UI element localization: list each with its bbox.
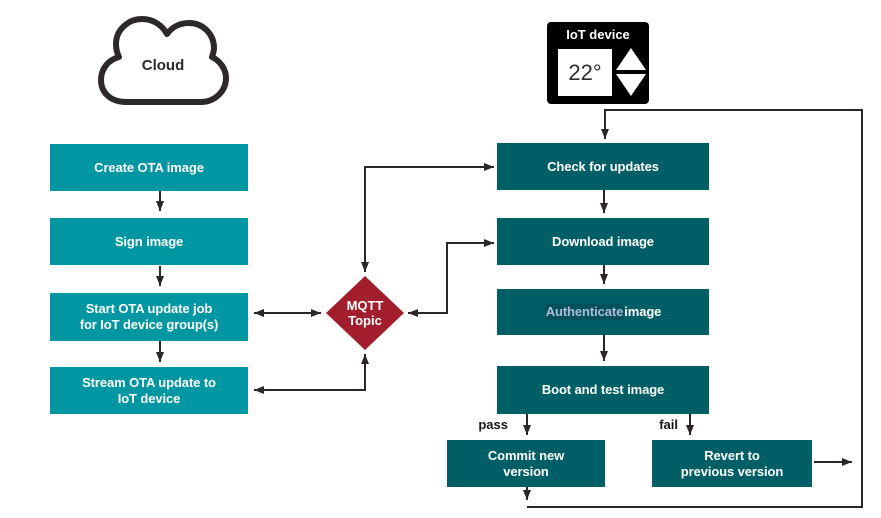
pass-label: pass [478,417,508,432]
authenticate-highlighted-word: Authenticate [544,304,625,320]
node-create-ota-image: Create OTA image [50,144,248,191]
node-download-image: Download image [497,218,709,265]
node-boot-and-test-image: Boot and test image [497,366,709,414]
node-commit-new-version: Commit new version [447,440,605,487]
temperature-down-icon [616,74,646,96]
iot-device-icon: IoT device 22° [547,22,649,104]
node-mqtt-topic: MQTT Topic [326,276,404,350]
connector-mqtt-check-bidirectional [361,163,494,272]
temperature-up-icon [616,48,646,70]
iot-device-label: IoT device [566,27,630,42]
node-revert-previous-version: Revert to previous version [652,440,812,487]
connector-mqtt-stream-bidirectional [254,354,369,394]
node-sign-image: Sign image [50,218,248,265]
temperature-display: 22° [558,49,612,96]
authenticate-rest-word: image [624,304,662,319]
cloud-label: Cloud [141,57,185,74]
node-check-for-updates: Check for updates [497,143,709,190]
node-authenticate-image: Authenticate image [497,289,709,335]
cloud-icon [98,16,229,105]
node-stream-ota-update: Stream OTA update to IoT device [50,367,248,414]
node-start-ota-update-job: Start OTA update job for IoT device grou… [50,293,248,341]
connector-mqtt-download-bidirectional [408,239,494,317]
fail-label: fail [659,417,678,432]
